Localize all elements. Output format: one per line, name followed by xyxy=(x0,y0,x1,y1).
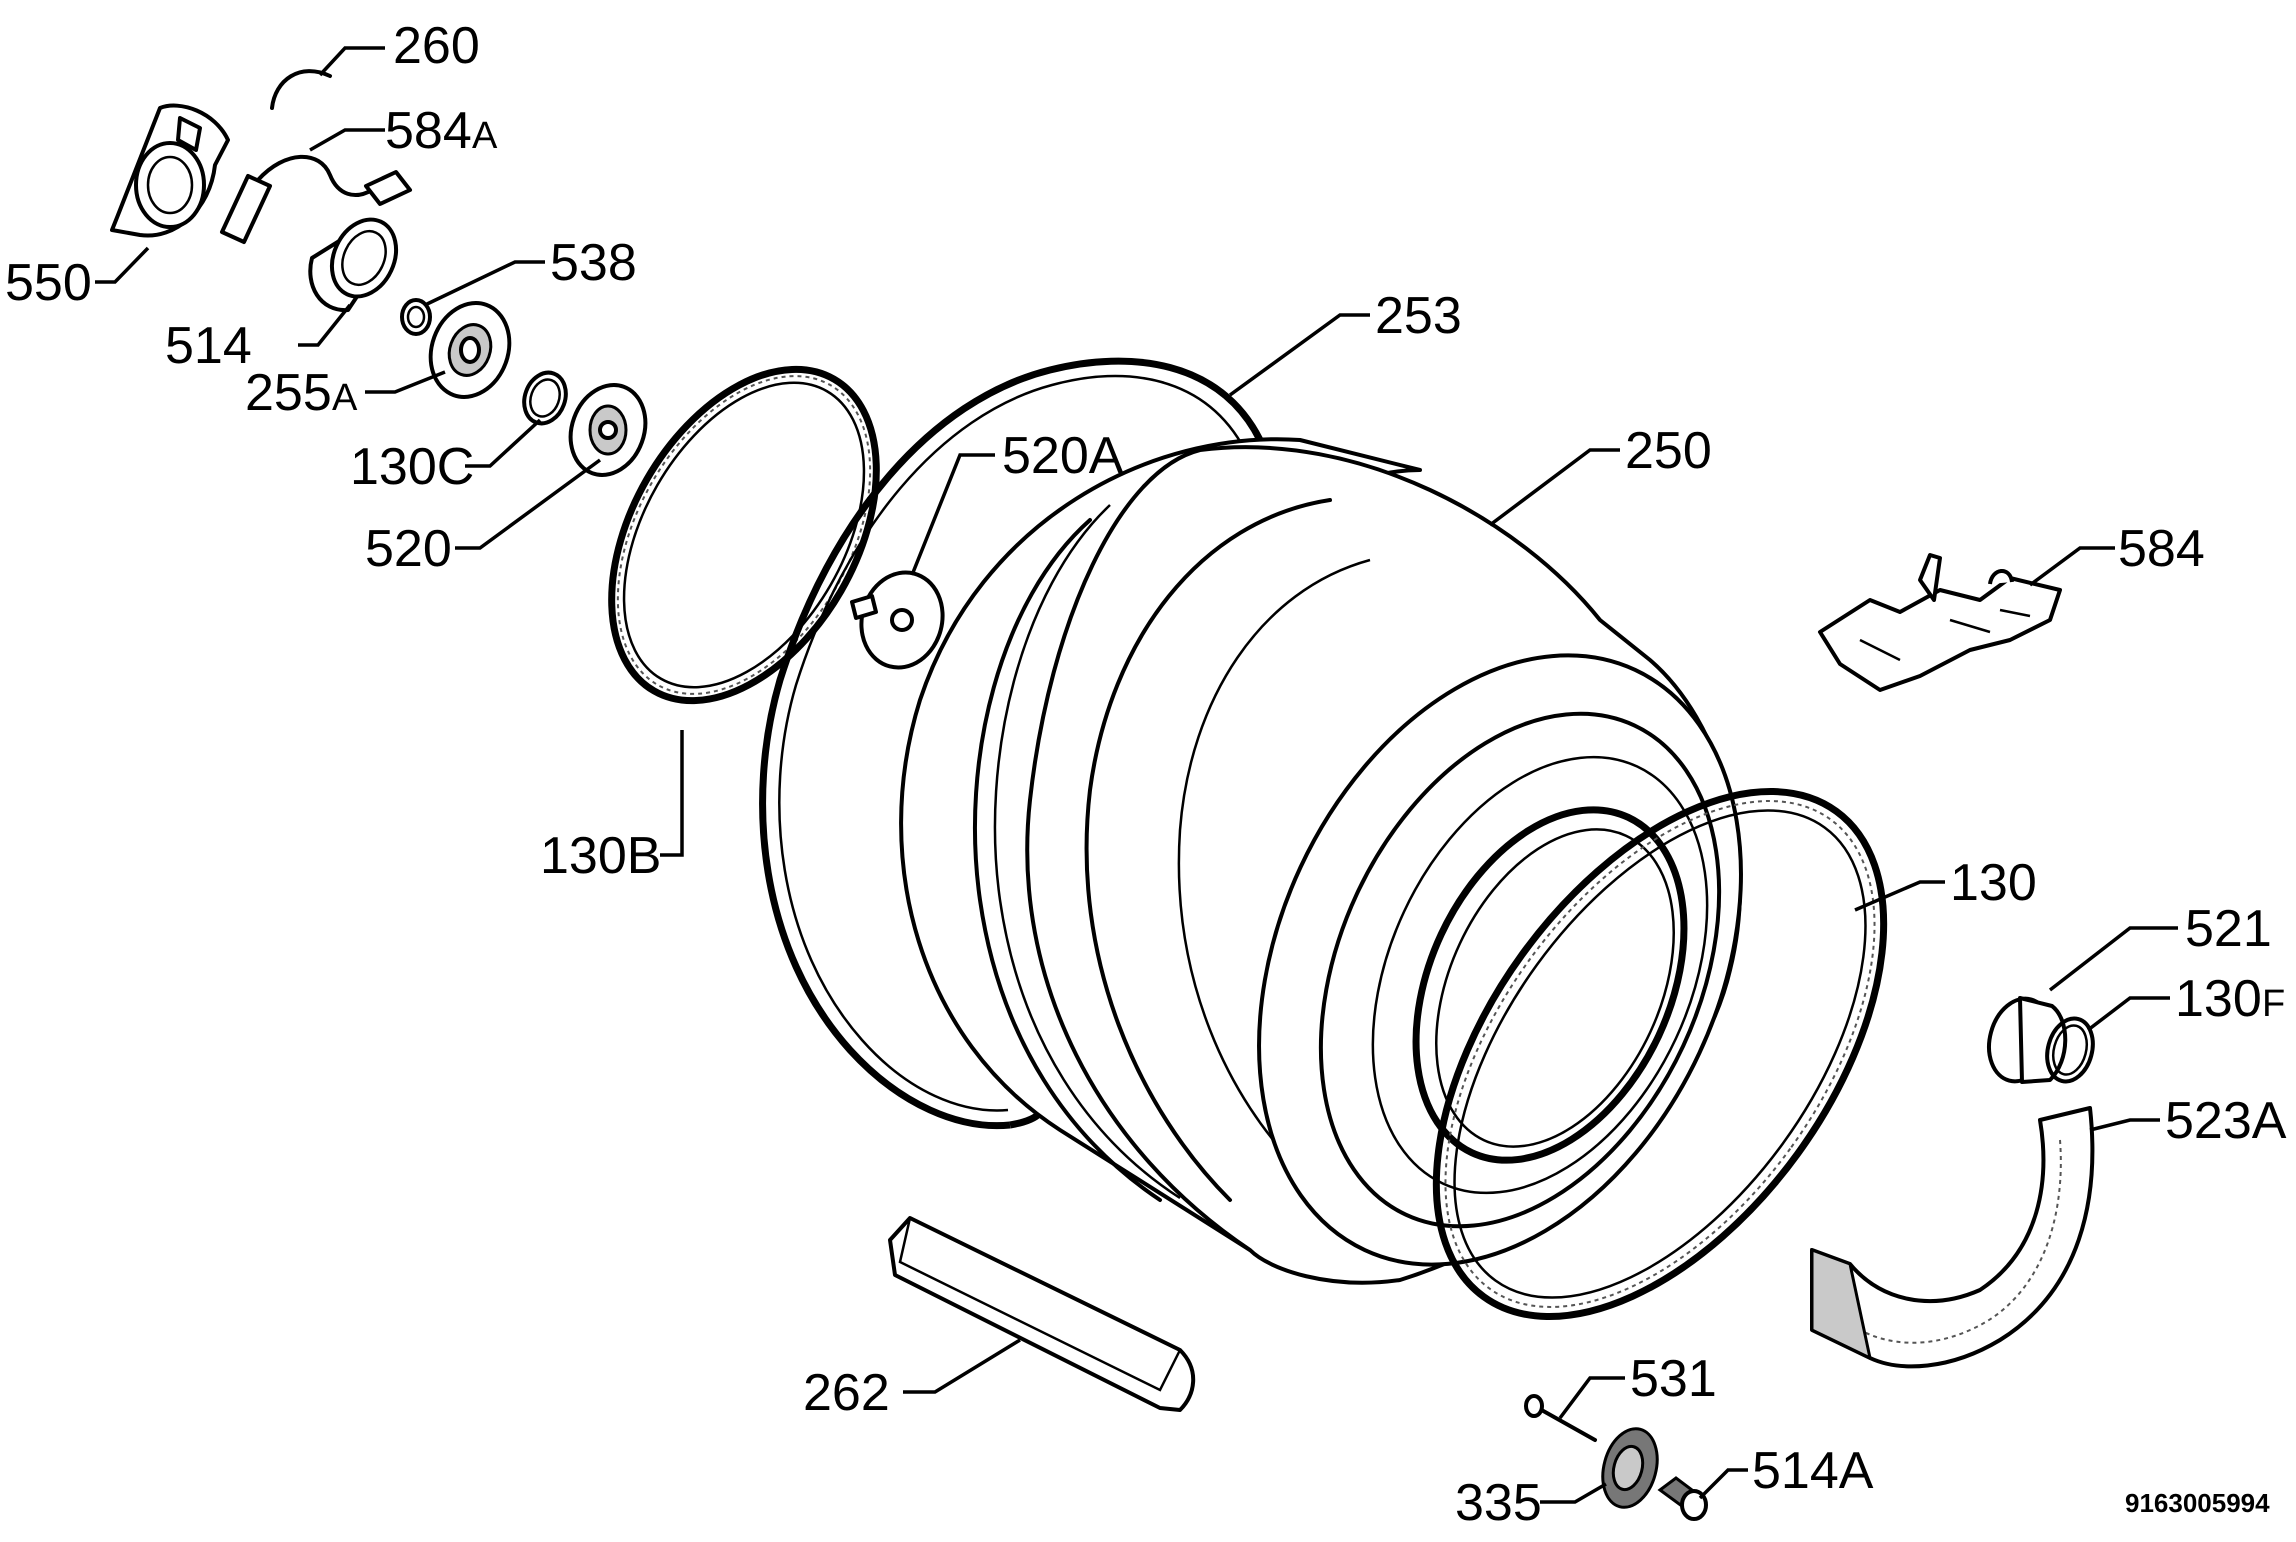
svg-text:335: 335 xyxy=(1455,1474,1542,1532)
svg-text:255: 255 xyxy=(245,364,332,422)
svg-text:514A: 514A xyxy=(1752,1442,1874,1500)
part-520-shaft-flange xyxy=(568,383,648,477)
svg-text:130: 130 xyxy=(2175,970,2262,1028)
svg-text:130C: 130C xyxy=(350,438,474,496)
svg-text:523A: 523A xyxy=(2165,1092,2287,1150)
svg-text:260: 260 xyxy=(393,17,480,75)
part-255a-flange xyxy=(428,301,512,399)
svg-text:130: 130 xyxy=(1950,854,2037,912)
part-584a-sensor xyxy=(220,154,412,244)
part-262-lifter-bar xyxy=(888,1216,1196,1412)
part-514a-bushing xyxy=(1657,1476,1708,1521)
leader-lines xyxy=(95,46,2178,1504)
svg-text:521: 521 xyxy=(2185,900,2272,958)
svg-text:531: 531 xyxy=(1630,1350,1717,1408)
callout-514: 514 xyxy=(165,317,252,375)
callout-584a: 584 A xyxy=(385,102,498,160)
svg-text:584: 584 xyxy=(385,102,472,160)
svg-text:520: 520 xyxy=(365,520,452,578)
part-130c-circlip xyxy=(522,370,568,426)
svg-text:584: 584 xyxy=(2118,520,2205,578)
svg-text:514: 514 xyxy=(165,317,252,375)
callout-514a: 514A xyxy=(1752,1442,1874,1500)
part-584-switch-assembly xyxy=(1818,553,2062,692)
callout-523a: 523A xyxy=(2165,1092,2287,1150)
part-531-screw xyxy=(1524,1394,1597,1442)
svg-text:520A: 520A xyxy=(1002,427,1124,485)
callout-262: 262 xyxy=(803,1364,890,1422)
svg-text:262: 262 xyxy=(803,1364,890,1422)
svg-text:A: A xyxy=(472,115,498,157)
part-260-wire xyxy=(270,69,332,110)
part-250-drum xyxy=(899,437,1743,1285)
callout-531: 531 xyxy=(1630,1350,1717,1408)
svg-text:A: A xyxy=(332,377,358,419)
svg-text:F: F xyxy=(2262,983,2285,1025)
part-335-wheel xyxy=(1601,1427,1659,1509)
svg-text:253: 253 xyxy=(1375,287,1462,345)
callout-335: 335 xyxy=(1455,1474,1542,1532)
part-550-bracket xyxy=(110,103,230,238)
callout-130: 130 xyxy=(1950,854,2037,912)
document-number: 9163005994 xyxy=(2125,1488,2270,1518)
callout-255a: 255 A xyxy=(245,364,358,422)
callout-130b: 130B xyxy=(540,827,661,885)
callout-538: 538 xyxy=(550,234,637,292)
callout-520: 520 xyxy=(365,520,452,578)
svg-text:250: 250 xyxy=(1625,422,1712,480)
part-130-front-seal xyxy=(1432,788,1888,1320)
svg-text:130B: 130B xyxy=(540,827,661,885)
part-538-ring xyxy=(400,298,432,336)
svg-text:550: 550 xyxy=(5,254,92,312)
callout-550: 550 xyxy=(5,254,92,312)
callout-520a: 520A xyxy=(1002,427,1124,485)
callout-521: 521 xyxy=(2185,900,2272,958)
part-130f-o-ring xyxy=(2045,1016,2095,1084)
callout-253: 253 xyxy=(1375,287,1462,345)
part-523a-curved-filter xyxy=(1810,1106,2095,1369)
svg-text:538: 538 xyxy=(550,234,637,292)
part-520a-shaft-plate xyxy=(850,570,945,670)
callout-584: 584 xyxy=(2118,520,2205,578)
callout-130f: 130 F xyxy=(2175,970,2285,1028)
part-514-sleeve xyxy=(308,217,399,313)
callout-250: 250 xyxy=(1625,422,1712,480)
callout-130c: 130C xyxy=(350,438,474,496)
callout-260: 260 xyxy=(393,17,480,75)
